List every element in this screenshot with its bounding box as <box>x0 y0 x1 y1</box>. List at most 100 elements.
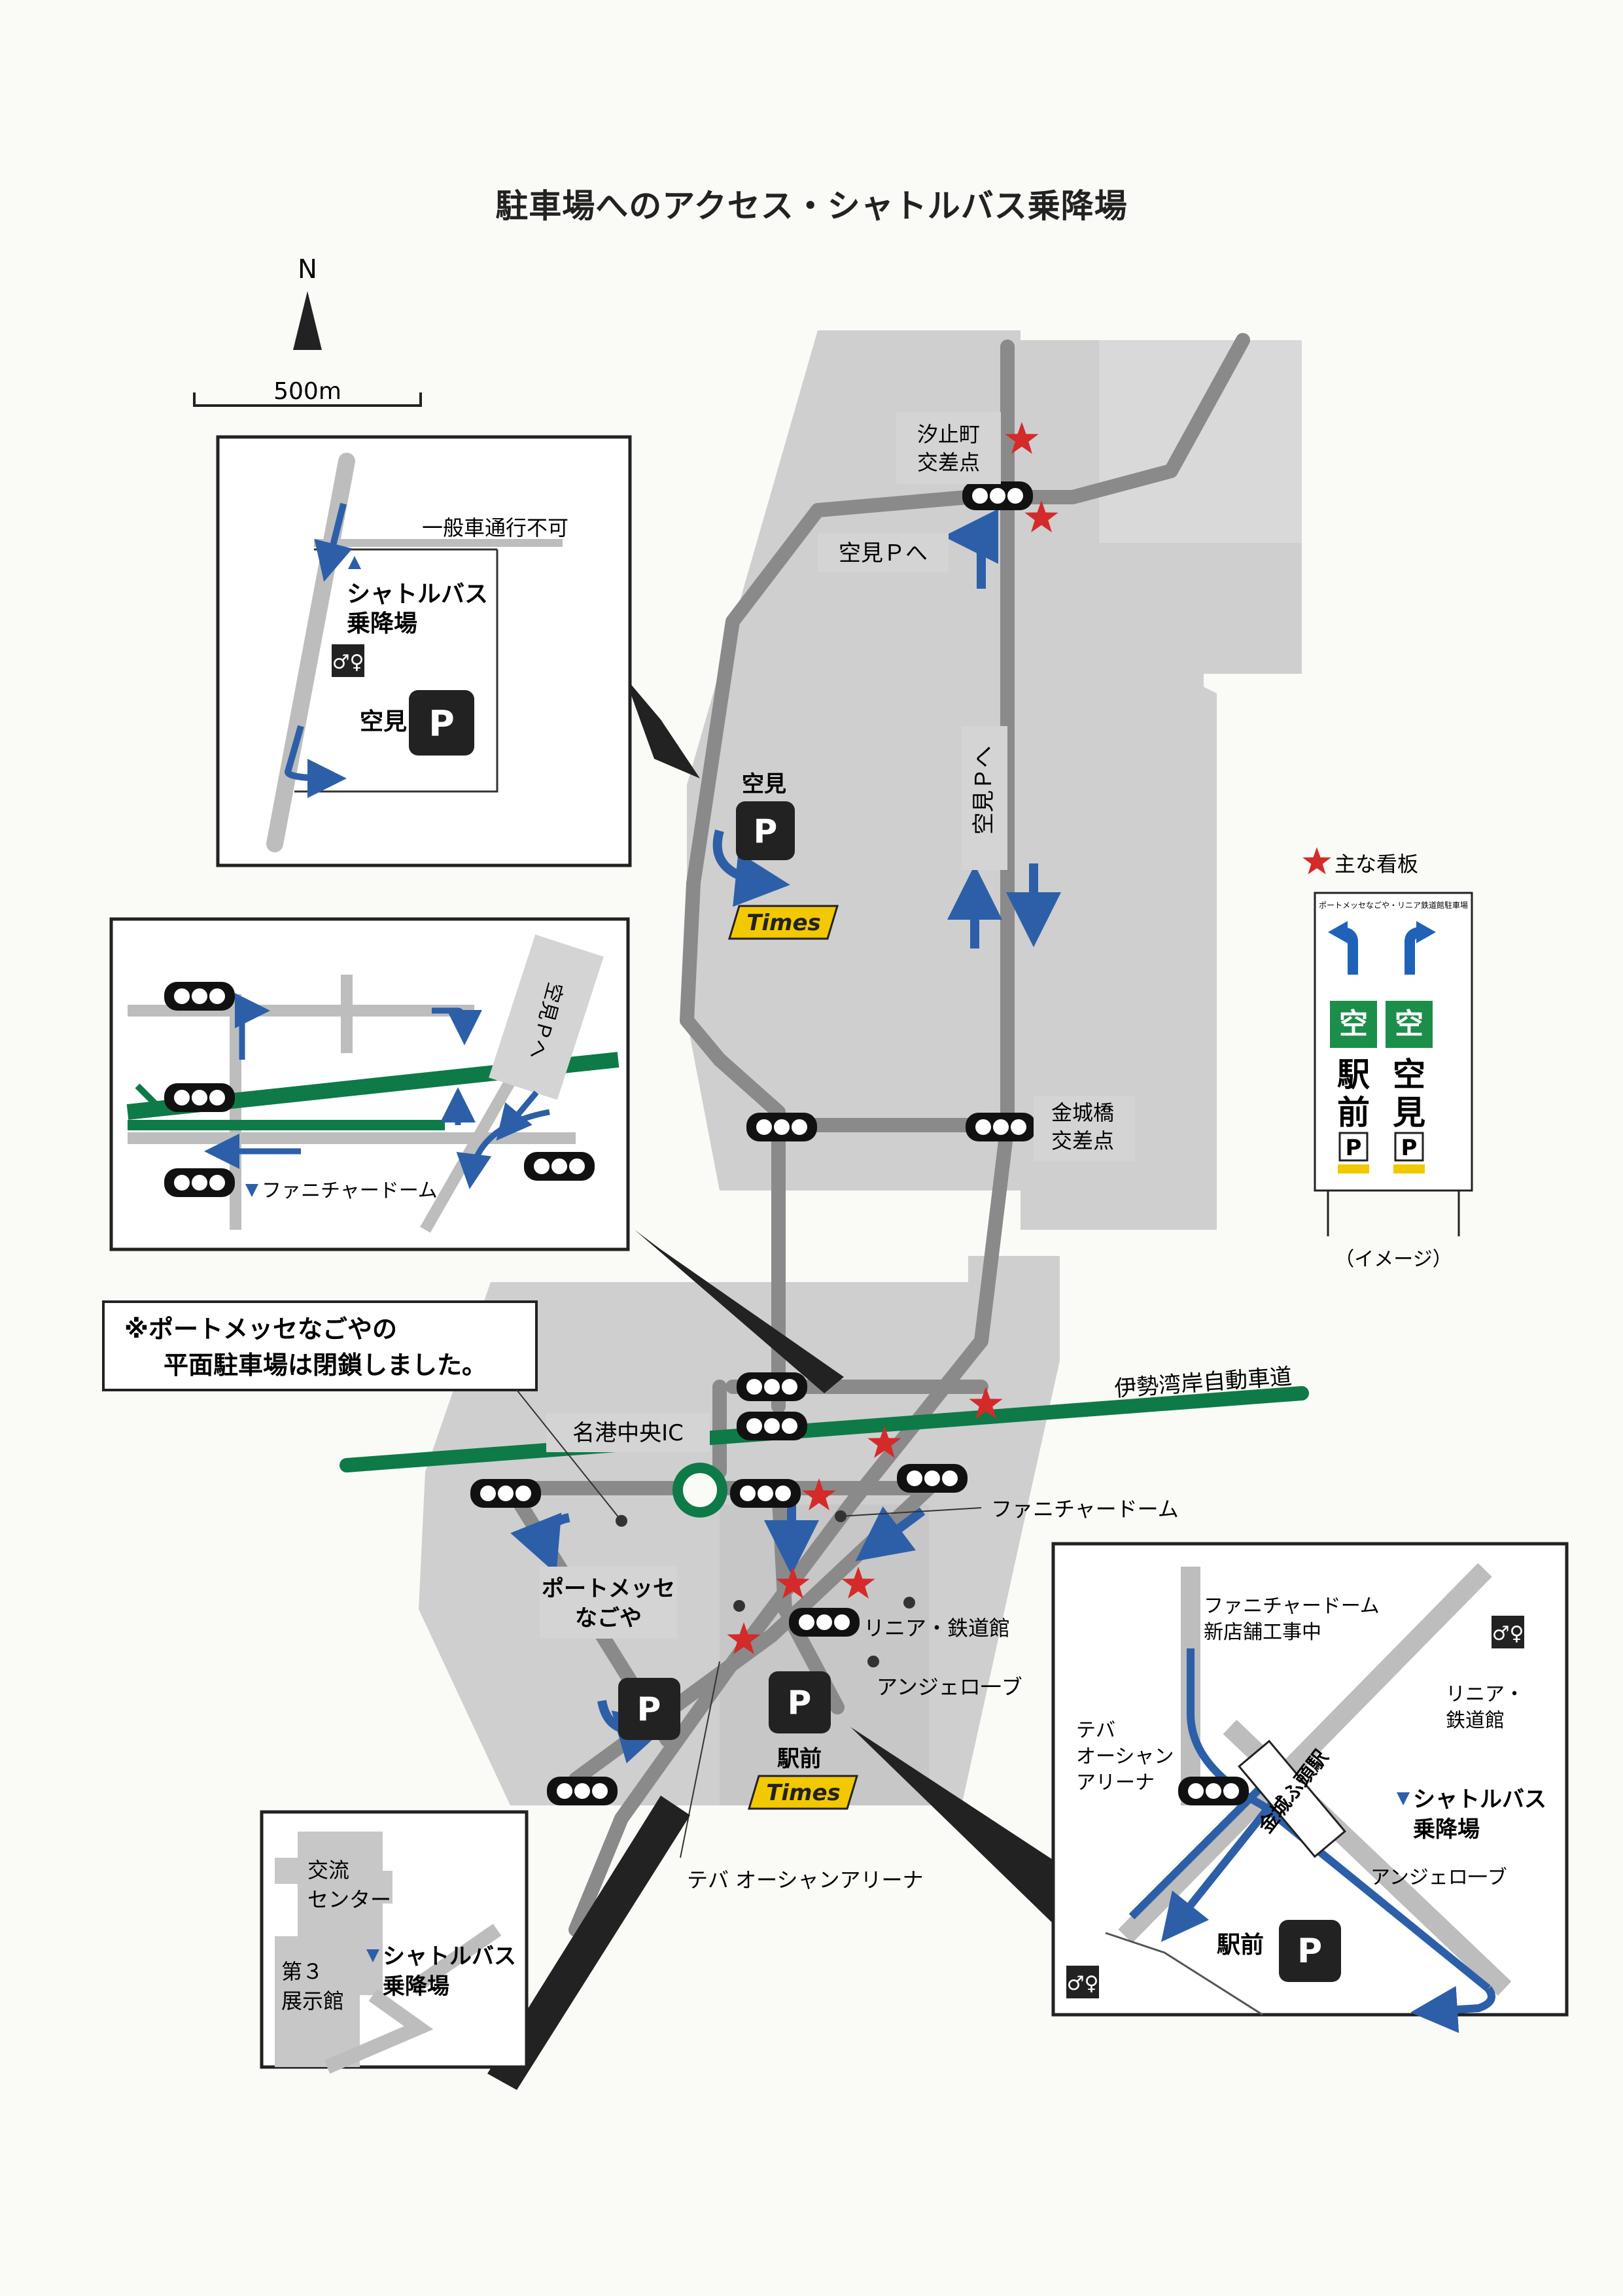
notice-box <box>102 1300 538 1391</box>
portmesse-label-2: なごや <box>575 1605 642 1631</box>
linear-label: リニア・鉄道館 <box>864 1616 1010 1641</box>
callout-pointer-1 <box>625 677 700 778</box>
angelobe-label: アンジェロ一ブ <box>877 1675 1022 1699</box>
signboard-right-text-1: 空 <box>1393 1056 1425 1094</box>
ekimae-label: 駅前 <box>777 1746 822 1772</box>
exchange-center-label-2: センター <box>307 1887 391 1912</box>
inset-station: 金城ふ頭駅 ファニチャードーム 新店舗工事中 ♂♀ リニア・ 鉄道館 テバ オー… <box>1051 1542 1569 2033</box>
signboard-header: ポートメッセなごや・リニア鉄道館駐車場 <box>1319 900 1468 910</box>
inset4-shuttle-label-2: 乗降場 <box>1413 1817 1480 1843</box>
kinjobashi-box <box>1034 1096 1135 1161</box>
ekimae-parking-icon <box>769 1671 831 1733</box>
to-soramip-label: 空見Ｐへ <box>839 540 928 566</box>
soramip-parking-icon <box>736 801 795 860</box>
callout-pointer-4 <box>850 1727 1073 1943</box>
inset3-shuttle-label-2: 乗降場 <box>383 1974 449 2000</box>
shiodome-label-box <box>896 412 1001 484</box>
signboard-left-text-1: 駅 <box>1337 1056 1370 1094</box>
to-soramip-vertical-box <box>962 726 1007 870</box>
inset-soramip: 一般車通行不可 シャトルバス 乗降場 ♂♀ 空見 P <box>216 435 632 867</box>
north-label: N <box>298 254 317 285</box>
scale-bar <box>193 392 422 407</box>
north-arrow-icon <box>293 291 322 350</box>
hall3-label: 第３ <box>281 1959 323 1984</box>
portmesse-parking-icon <box>618 1678 680 1740</box>
land-ne-corner <box>1099 340 1302 543</box>
kinjobashi-label: 金城橋 <box>1051 1100 1114 1125</box>
signboard-left-badge: 空 <box>1339 1007 1368 1041</box>
inset4-parking-letter: P <box>1297 1932 1322 1971</box>
main-map: 汐止町 交差点 空見Ｐへ 空見Ｐへ 空見 P Times 金城橋 交差点 伊勢湾… <box>102 330 1309 2090</box>
inset4-teba-label-3: アリーナ <box>1076 1771 1155 1794</box>
angelobe-dot <box>867 1656 879 1667</box>
svg-text:♂♀: ♂♀ <box>332 651 364 674</box>
ekimae-parking-letter: P <box>788 1684 812 1722</box>
scale-label: 500m <box>273 378 341 405</box>
inset4-parking-icon <box>1279 1920 1341 1982</box>
times-logo-2-text: Times <box>766 1780 841 1806</box>
portmesse-label: ポートメッセ <box>542 1576 675 1602</box>
page-title: 駐車場へのアクセス・シャトルバス乗降場 <box>495 187 1128 225</box>
kinjobashi-label-2: 交差点 <box>1051 1128 1114 1153</box>
inset2-furniture-label: ファニチャードーム <box>262 1179 438 1202</box>
signboard-caption: （イメージ） <box>1335 1248 1452 1271</box>
to-soramip-box <box>818 533 949 572</box>
svg-text:♂♀: ♂♀ <box>1067 1972 1099 1995</box>
restroom-icon-3 <box>1066 1966 1099 1998</box>
inset3-shuttle-label: シャトルバス <box>383 1943 516 1970</box>
no-entry-label: 一般車通行不可 <box>422 515 568 540</box>
times-logo-2-icon: Times <box>747 1775 859 1810</box>
restroom-icon-2 <box>1492 1616 1524 1648</box>
meiko-ic-box <box>546 1413 710 1452</box>
signboard-right-badge: 空 <box>1395 1007 1423 1041</box>
inset4-ekimae-label: 駅前 <box>1217 1932 1264 1958</box>
portmesse-parking-letter: P <box>637 1690 661 1728</box>
inset4-linear-label-2: 鉄道館 <box>1446 1709 1505 1732</box>
linear-dot <box>903 1597 915 1609</box>
inset4-teba-label-2: オーシャン <box>1076 1745 1174 1768</box>
soramip-name: 空見 <box>742 771 786 797</box>
furniture-dome-label: ファニチャードーム <box>991 1497 1179 1522</box>
land-north-east <box>1021 340 1302 1230</box>
times-logo-text: Times <box>746 910 821 936</box>
compass: N 500m <box>193 254 422 407</box>
shuttle-label-2: 乗降場 <box>347 610 417 637</box>
inset-exhibition: 交流 センター 第３ 展示館 シャトルバス 乗降場 <box>260 1810 529 2074</box>
signboard-right-text-2: 見 <box>1393 1094 1425 1132</box>
callout-pointer-2 <box>635 1230 844 1393</box>
meiko-ic-label: 名港中央IC <box>572 1420 684 1446</box>
soramip-parking-letter: P <box>754 812 778 850</box>
portmesse-box <box>540 1567 677 1639</box>
shiodome-label: 汐止町 <box>917 422 980 447</box>
inset-interchange: 空見Ｐへ ファニチャードーム <box>109 917 630 1251</box>
hall3-label-2: 展示館 <box>281 1989 344 2013</box>
teba-dot <box>733 1600 745 1612</box>
soramip-inset-parking-letter: P <box>428 703 455 744</box>
furniture-construction-label-2: 新店舗工事中 <box>1204 1621 1321 1644</box>
soramip-inset-name: 空見 <box>360 708 407 735</box>
exchange-center-label: 交流 <box>307 1858 349 1883</box>
expressway <box>340 1386 1309 1472</box>
signboard-right-parking: P <box>1401 1135 1418 1161</box>
svg-text:♂♀: ♂♀ <box>1492 1622 1524 1645</box>
restroom-icon <box>332 644 364 677</box>
legend-label: 主な看板 <box>1335 852 1418 877</box>
inset4-linear-label: リニア・ <box>1446 1683 1524 1706</box>
shuttle-label: シャトルバス <box>347 581 488 608</box>
inset4-angelobe-label: アンジェロ一ブ <box>1370 1866 1507 1889</box>
inset4-shuttle-label: シャトルバス <box>1413 1786 1546 1813</box>
teba-label: テバ オーシャンアリーナ <box>687 1868 924 1892</box>
furniture-construction-label: ファニチャードーム <box>1204 1595 1380 1618</box>
shiodome-label-2: 交差点 <box>917 450 980 475</box>
callout-pointer-3 <box>487 1796 690 2090</box>
signboard-legend: 主な看板 ポートメッセなごや・リニア鉄道館駐車場 空 空 駅 前 空 見 P P… <box>1302 847 1473 1271</box>
signboard-left-parking: P <box>1346 1135 1362 1161</box>
notice-line-1: ※ポートメッセなごやの <box>124 1315 397 1344</box>
times-logo-icon: Times <box>727 905 839 940</box>
interchange-ring <box>672 1463 727 1518</box>
to-soramip-vertical-label: 空見Ｐへ <box>971 746 997 835</box>
signboard-left-text-2: 前 <box>1337 1094 1370 1132</box>
notice-line-2: 平面駐車場は閉鎖しました。 <box>164 1351 487 1380</box>
soramip-inset-parking-icon <box>409 690 474 756</box>
